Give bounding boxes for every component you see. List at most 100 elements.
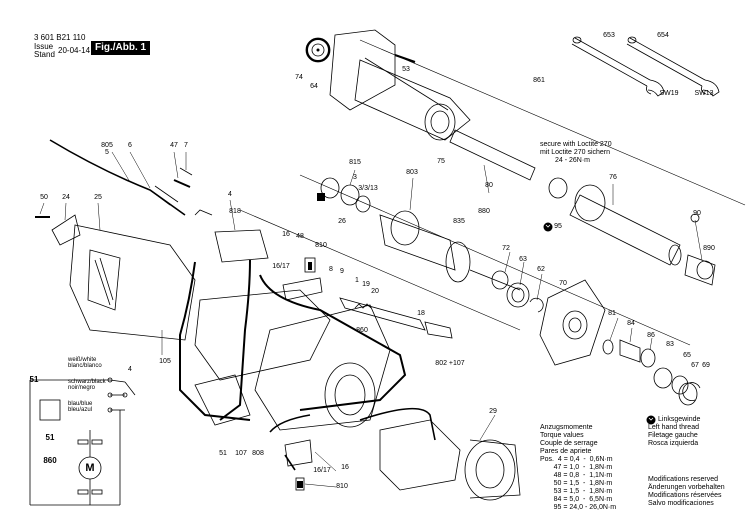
- part-number-p16a: 16: [282, 231, 290, 238]
- torque-row: Pos. 4 = 0,4 - 0,6N·m: [540, 456, 613, 463]
- torque-row: 50 = 1,5 - 1,8N·m: [540, 480, 613, 487]
- part-number-p47: 47: [170, 142, 178, 149]
- part-number-p7: 7: [184, 142, 188, 149]
- wire-label-blue-fr: bleu/azul: [68, 407, 93, 413]
- part-number-p51c: 51: [219, 450, 227, 457]
- part-number-p3: 3: [353, 174, 357, 181]
- stand-label: Stand: [34, 50, 55, 59]
- part-number-p3_13: 3/3/13: [358, 185, 378, 192]
- part-number-p860a: 860: [356, 327, 368, 334]
- figure-label: Fig./Abb. 1: [91, 41, 151, 55]
- part-number-p75: 75: [437, 158, 445, 165]
- part-number-p4b: 4: [128, 366, 132, 373]
- modifications-de: Änderungen vorbehalten: [648, 484, 725, 491]
- part-number-p808: 808: [252, 450, 264, 457]
- part-number-p63: 63: [519, 256, 527, 263]
- torque-row: 84 = 5,0 - 6,5N·m: [540, 496, 613, 503]
- part-number-p107: 107: [235, 450, 247, 457]
- torque-row: 53 = 1,5 - 1,8N·m: [540, 488, 613, 495]
- part-number-p26: 26: [338, 218, 346, 225]
- part-number-p64: 64: [310, 83, 318, 90]
- torque-row: 47 = 1,0 - 1,8N·m: [540, 464, 613, 471]
- doc-number: 3 601 B21 110: [34, 33, 86, 42]
- part-number-p80: 80: [485, 182, 493, 189]
- part-number-p5: 5: [105, 149, 109, 156]
- part-number-p50: 50: [40, 194, 48, 201]
- part-number-p818: 818: [229, 208, 241, 215]
- loctite-torque: 24 - 26N·m: [555, 157, 591, 164]
- part-number-p105: 105: [159, 358, 171, 365]
- wire-label-white: weiß/white: [68, 357, 97, 363]
- part-number-p890: 890: [703, 245, 715, 252]
- part-number-p86: 86: [647, 332, 655, 339]
- part-number-p810b: 810: [336, 483, 348, 490]
- part-number-p880: 880: [478, 208, 490, 215]
- part-number-p25: 25: [94, 194, 102, 201]
- part-number-p16_17b: 16/17: [313, 467, 331, 474]
- part-number-p84: 84: [627, 320, 635, 327]
- part-number-p861: 861: [533, 77, 545, 84]
- wire-label-white-fr: blanc/blanco: [68, 363, 102, 369]
- part-number-p67: 67: [691, 362, 699, 369]
- part-number-p29: 29: [489, 408, 497, 415]
- issue-label: Issue: [34, 42, 54, 51]
- part-number-p53: 53: [402, 66, 410, 73]
- modifications-fr: Modifications réservées: [648, 492, 722, 499]
- left-hand-fr: Filetage gauche: [648, 432, 698, 439]
- wire-label-blue: blau/blue: [68, 401, 93, 407]
- part-number-p70: 70: [559, 280, 567, 287]
- part-number-p62: 62: [537, 266, 545, 273]
- left-hand-es: Rosca izquierda: [648, 440, 699, 447]
- part-number-p802: 802 +107: [435, 360, 465, 367]
- part-number-p69: 69: [702, 362, 710, 369]
- part-number-p803: 803: [406, 169, 418, 176]
- part-number-p1: 1: [355, 277, 359, 284]
- torque-heading-fr: Couple de serrage: [540, 440, 598, 447]
- part-number-p653: 653: [603, 32, 615, 39]
- torque-heading-de: Anzugsmomente: [540, 424, 593, 431]
- part-number-p74: 74: [295, 74, 303, 81]
- loctite-note-en: secure with Loctite 270: [540, 141, 612, 148]
- part-number-p24: 24: [62, 194, 70, 201]
- part-number-p654: 654: [657, 32, 669, 39]
- loctite-note-de: mit Loctite 270 sichern: [540, 149, 611, 156]
- part-number-p76: 76: [609, 174, 617, 181]
- part-number-sw13: SW13: [694, 90, 714, 97]
- part-number-sw19: SW19: [659, 90, 679, 97]
- part-number-p835: 835: [453, 218, 465, 225]
- part-number-p6: 6: [128, 142, 132, 149]
- torque-row: 48 = 0,8 - 1,1N·m: [540, 472, 613, 479]
- part-number-p815: 815: [349, 159, 361, 166]
- torque-heading-es: Pares de apriete: [540, 448, 592, 455]
- modifications-es: Salvo modificaciones: [648, 500, 714, 507]
- part-number-p83: 83: [666, 341, 674, 348]
- part-number-p90: 90: [693, 210, 701, 217]
- part-number-p8: 8: [329, 266, 333, 273]
- part-number-p805: 805: [101, 142, 113, 149]
- part-number-p48: 48: [296, 233, 304, 240]
- part-number-p72: 72: [502, 245, 510, 252]
- part-number-p81: 81: [608, 310, 616, 317]
- part-number-p65: 65: [683, 352, 691, 359]
- wire-label-black-fr: noir/negro: [68, 385, 96, 391]
- part-number-p810a: 810: [315, 242, 327, 249]
- left-hand-en: Left hand thread: [648, 424, 699, 431]
- part-number-motor: M: [85, 462, 95, 474]
- left-hand-de: Linksgewinde: [658, 416, 701, 423]
- torque-heading-en: Torque values: [540, 432, 584, 439]
- part-number-p20: 20: [371, 288, 379, 295]
- part-number-p16_17a: 16/17: [272, 263, 290, 270]
- part-number-p95a: 95: [554, 223, 562, 230]
- torque-row: 95 = 24,0 - 26,0N·m: [540, 504, 617, 511]
- part-number-p18: 18: [417, 310, 425, 317]
- part-number-p16b: 16: [341, 464, 349, 471]
- issue-date: 20-04-14: [58, 46, 91, 55]
- part-number-p51b: 51: [45, 433, 55, 442]
- part-number-p4a: 4: [228, 191, 232, 198]
- part-number-p19: 19: [362, 281, 370, 288]
- part-number-p9: 9: [340, 268, 344, 275]
- part-number-p51a: 51: [29, 375, 39, 384]
- modifications-en: Modifications reserved: [648, 476, 719, 483]
